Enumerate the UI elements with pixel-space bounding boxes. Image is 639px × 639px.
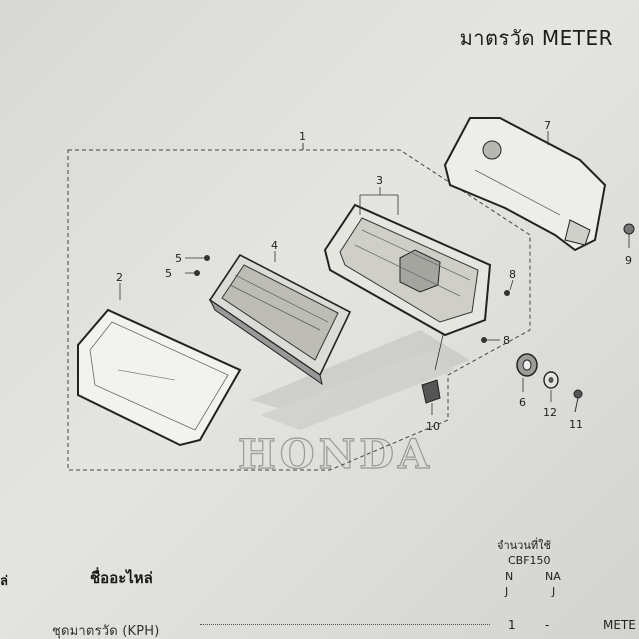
callout-3: 3: [376, 174, 383, 187]
part-11-bolt: [573, 389, 583, 413]
part-4-meter-board: [208, 253, 352, 386]
col-na-label: NA: [545, 570, 561, 583]
callout-9: 9: [625, 254, 632, 267]
part-6-grommet: [516, 353, 538, 392]
part-8-screws: [481, 279, 514, 343]
callout-10: 10: [426, 420, 440, 433]
callout-2: 2: [116, 271, 123, 284]
honda-watermark-text: HONDA: [238, 431, 433, 478]
meter-exploded-diagram: HONDA: [67, 117, 635, 479]
part-name-header: ชื่ออะไหล่: [90, 569, 153, 587]
row-part-name: ชุดมาตรวัด (KPH): [52, 624, 160, 639]
callout-7: 7: [544, 119, 551, 132]
left-column-header: ล่: [0, 574, 8, 589]
row-leader-dots: [200, 624, 490, 625]
row-note: METE: [603, 618, 636, 632]
honda-wing-watermark: [250, 330, 470, 430]
callout-8a: 8: [509, 268, 516, 281]
model-label: CBF150: [508, 554, 551, 567]
callout-8b: 8: [503, 334, 510, 347]
callout-5b: 5: [165, 267, 172, 280]
callout-5a: 5: [175, 252, 182, 265]
assembly-outline: [67, 149, 531, 471]
part-5-screws: [185, 255, 210, 276]
col-n-label: N: [505, 570, 514, 583]
callout-4: 4: [271, 239, 278, 252]
row-qty: 1: [508, 618, 516, 632]
part-9-bolt: [623, 223, 635, 248]
callout-1: 1: [299, 130, 306, 143]
page-title: มาตรวัด METER: [459, 26, 613, 50]
part-2-lens: [77, 308, 242, 447]
callout-11: 11: [569, 418, 583, 431]
callout-6: 6: [519, 396, 526, 409]
part-10-connector: [421, 334, 444, 415]
qty-used-header: จำนวนที่ใช้: [497, 539, 551, 552]
col-j-label-2: J: [552, 585, 556, 598]
part-3-meter-case: [323, 203, 492, 337]
part-7-meter-cover: [443, 117, 607, 252]
callout-12: 12: [543, 406, 557, 419]
row-dash: -: [545, 618, 550, 632]
part-12-washer: [543, 371, 559, 402]
col-j-label: J: [505, 585, 509, 598]
